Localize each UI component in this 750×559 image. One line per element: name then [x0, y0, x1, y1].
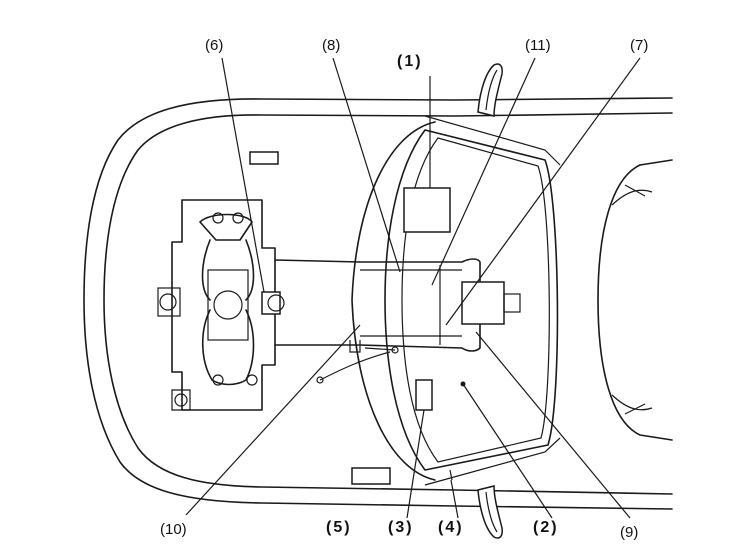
callout-3: (3) — [388, 519, 414, 536]
leader-lines — [185, 57, 641, 519]
transmission-assembly — [274, 258, 521, 384]
callout-6: (6) — [205, 37, 224, 54]
callout-4: (4) — [438, 519, 464, 536]
callout-10: (10) — [160, 521, 187, 538]
callout-7: (7) — [630, 37, 649, 54]
callout-5: (5) — [326, 519, 352, 536]
component-4-mark — [449, 469, 453, 481]
engine-assembly — [157, 199, 285, 411]
callout-11: (11) — [525, 37, 551, 54]
side-mirrors — [477, 63, 503, 539]
front-small-box — [249, 151, 279, 165]
callout-8: (8) — [322, 37, 341, 54]
callout-9: (9) — [620, 524, 639, 541]
callout-2: (2) — [533, 519, 559, 536]
car-body-outline — [83, 97, 673, 510]
component-3-box — [415, 379, 433, 411]
component-1-box — [403, 187, 451, 233]
callout-1: (1) — [397, 53, 423, 70]
component-5-box — [351, 467, 391, 485]
